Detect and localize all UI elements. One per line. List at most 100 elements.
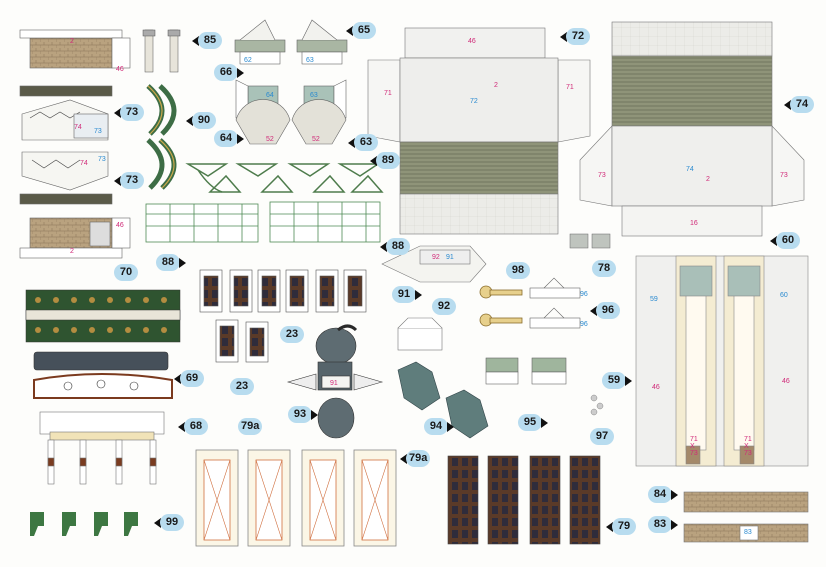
piece-mark: 52 <box>266 136 274 143</box>
callout-label: 70 <box>114 264 138 281</box>
piece-mark: 46 <box>782 378 790 385</box>
callout-92: 92 <box>432 298 460 315</box>
callout-90: 90 <box>186 112 220 129</box>
callout-label: 88 <box>156 254 180 271</box>
callout-69: 69 <box>174 370 208 387</box>
piece-mark: 74 <box>686 166 694 173</box>
callout-94: 94 <box>424 418 458 435</box>
piece-mark: 74 <box>74 124 82 131</box>
part-78 <box>569 233 611 249</box>
part-84-83 <box>683 491 809 543</box>
callout-74: 74 <box>784 96 818 113</box>
callout-23-right: 23 <box>280 326 308 343</box>
callout-label: 88 <box>386 238 410 255</box>
callout-label: 89 <box>376 152 400 169</box>
part-64-63 <box>235 79 347 145</box>
callout-79a-right: 79a <box>400 450 434 467</box>
part-85 <box>142 29 181 73</box>
part-70 <box>25 289 181 343</box>
piece-mark: 46 <box>468 38 476 45</box>
part-96 <box>529 277 581 329</box>
callout-68: 68 <box>178 418 212 435</box>
callout-89: 89 <box>370 152 404 169</box>
callout-label: 23 <box>230 378 254 395</box>
piece-mark: 63 <box>310 92 318 99</box>
callout-79: 79 <box>606 518 640 535</box>
callout-78: 78 <box>592 260 620 277</box>
piece-mark: 2 <box>70 38 74 45</box>
part-73-upper <box>19 29 131 141</box>
part-89 <box>185 163 384 193</box>
callout-73-lower: 73 <box>114 172 148 189</box>
callout-65: 65 <box>346 22 380 39</box>
callout-label: 79a <box>238 418 263 435</box>
callout-91: 91 <box>392 286 426 303</box>
callout-label: 59 <box>602 372 626 389</box>
callout-88-right: 88 <box>380 238 414 255</box>
callout-99: 99 <box>154 514 188 531</box>
callout-label: 99 <box>160 514 184 531</box>
callout-96: 96 <box>590 302 624 319</box>
piece-mark: 91 <box>446 254 454 261</box>
callout-label: 94 <box>424 418 448 435</box>
part-69 <box>33 351 173 399</box>
part-68 <box>39 411 165 485</box>
callout-98: 98 <box>506 262 534 279</box>
part-65-66 <box>234 19 348 65</box>
part-79 <box>447 455 601 545</box>
callout-95: 95 <box>518 414 552 431</box>
callout-60: 60 <box>770 232 804 249</box>
callout-label: 73 <box>120 172 144 189</box>
piece-mark: 63 <box>306 57 314 64</box>
part-99 <box>30 512 138 536</box>
callout-73-upper: 73 <box>114 104 148 121</box>
callout-label: 79 <box>612 518 636 535</box>
callout-label: 65 <box>352 22 376 39</box>
piece-mark: 74 <box>80 160 88 167</box>
callout-63: 63 <box>348 134 382 151</box>
piece-mark: 52 <box>312 136 320 143</box>
piece-mark: 71 <box>384 90 392 97</box>
callout-label: 98 <box>506 262 530 279</box>
piece-mark: 59 <box>650 296 658 303</box>
callout-label: 79a <box>406 450 431 467</box>
piece-mark: 46 <box>116 222 124 229</box>
part-23 <box>199 269 367 363</box>
part-73-lower <box>19 151 131 259</box>
callout-66: 66 <box>214 64 248 81</box>
piece-mark: 71 <box>566 84 574 91</box>
callout-label: 72 <box>566 28 590 45</box>
callout-83: 83 <box>648 516 682 533</box>
callout-label: 83 <box>648 516 672 533</box>
piece-mark: 62 <box>244 57 252 64</box>
callout-label: 23 <box>280 326 304 343</box>
piece-mark: 46 <box>116 66 124 73</box>
callout-72: 72 <box>560 28 594 45</box>
part-91-92 <box>381 245 487 351</box>
callout-label: 64 <box>214 130 238 147</box>
part-93 <box>286 324 384 439</box>
callout-label: 84 <box>648 486 672 503</box>
callout-label: 96 <box>596 302 620 319</box>
callout-23-left: 23 <box>230 378 258 395</box>
callout-label: 91 <box>392 286 416 303</box>
part-74 <box>579 21 805 237</box>
callout-label: 66 <box>214 64 238 81</box>
callout-label: 69 <box>180 370 204 387</box>
callout-79a-top: 79a <box>238 418 266 435</box>
callout-label: 90 <box>192 112 216 129</box>
callout-97: 97 <box>590 428 618 445</box>
piece-mark: 92 <box>432 254 440 261</box>
callout-label: 85 <box>198 32 222 49</box>
callout-84: 84 <box>648 486 682 503</box>
piece-mark: 72 <box>470 98 478 105</box>
part-95 <box>485 357 567 385</box>
part-98 <box>479 285 523 327</box>
callout-label: 93 <box>288 406 312 423</box>
piece-mark: 91 <box>330 380 338 387</box>
callout-93: 93 <box>288 406 322 423</box>
piece-mark: 73 <box>598 172 606 179</box>
callout-label: 78 <box>592 260 616 277</box>
callout-label: 73 <box>120 104 144 121</box>
part-90 <box>146 84 177 190</box>
